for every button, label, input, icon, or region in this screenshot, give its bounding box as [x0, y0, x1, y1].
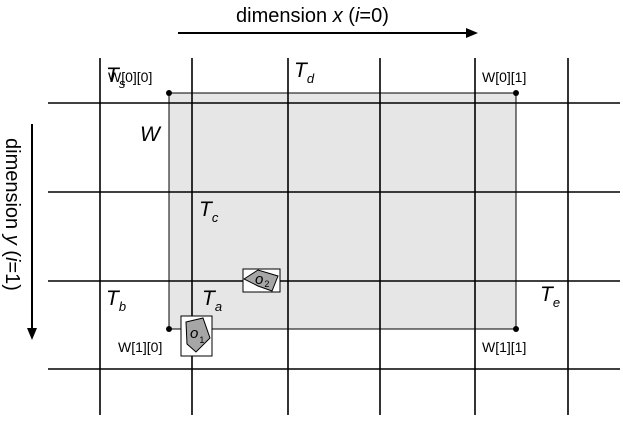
corner-point-tr	[513, 90, 519, 96]
window-corners	[166, 90, 519, 332]
axis-x-label: dimension x (i=0)	[236, 5, 389, 27]
tile-label-a: Ta	[202, 287, 222, 314]
object-o2: o2	[242, 268, 281, 293]
corner-label-tl: W[0][0]	[108, 69, 152, 85]
object-o1-label: o1	[190, 325, 204, 345]
tile-label-c: Tc	[199, 198, 219, 225]
corner-point-bl	[166, 326, 172, 332]
object-o1: o1	[180, 315, 213, 357]
axis-y-arrowhead	[27, 328, 37, 340]
tile-label-e: Te	[540, 283, 560, 310]
query-window	[168, 92, 517, 330]
axis-x-arrowhead	[466, 28, 478, 38]
tile-label-d: Td	[294, 59, 315, 86]
tile-label-b: Tb	[106, 287, 126, 314]
corner-label-bl: W[1][0]	[118, 339, 162, 355]
corner-point-br	[513, 326, 519, 332]
tile-label-s: Ts	[106, 64, 126, 91]
axis-y-label: dimension y (i=1)	[1, 138, 23, 291]
corner-label-br: W[1][1]	[482, 339, 526, 355]
axis-x: dimension x (i=0)	[178, 5, 478, 38]
axis-y: dimension y (i=1)	[1, 124, 37, 340]
corner-label-tr: W[0][1]	[482, 69, 526, 85]
window-label: W	[140, 123, 162, 146]
grid-lines	[48, 58, 620, 415]
object-o2-shape	[242, 269, 279, 292]
corner-point-tl	[166, 90, 172, 96]
object-o2-label: o2	[255, 271, 269, 289]
object-o1-shape	[185, 317, 211, 353]
